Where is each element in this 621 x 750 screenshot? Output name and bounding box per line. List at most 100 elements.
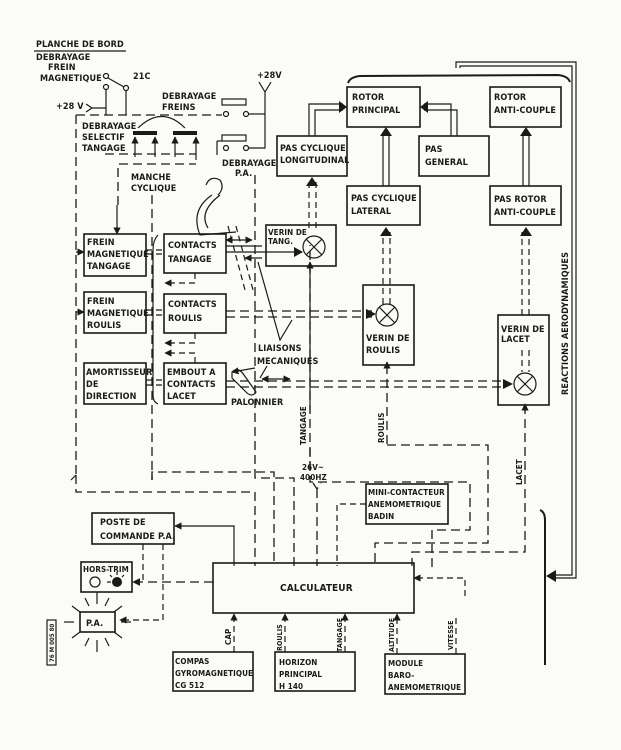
block-contacts-tangage: CONTACTS TANGAGE — [163, 233, 227, 274]
svg-text:76 M 005 80: 76 M 005 80 — [49, 623, 56, 662]
rotor-coupling-line — [347, 73, 571, 84]
actuator-tangage-icon — [302, 235, 326, 259]
svg-text:GENERAL: GENERAL — [425, 158, 468, 168]
svg-text:ROULIS: ROULIS — [366, 346, 400, 356]
block-horizon: HORIZON PRINCIPAL H 140 — [274, 651, 356, 692]
svg-text:MAGNETIQUE: MAGNETIQUE — [87, 309, 149, 319]
svg-text:CALCULATEUR: CALCULATEUR — [280, 583, 353, 594]
svg-text:TANGAGE: TANGAGE — [87, 262, 131, 272]
svg-text:BADIN: BADIN — [368, 512, 394, 521]
svg-text:DEBRAYAGE: DEBRAYAGE — [82, 122, 136, 132]
plus28v-right-label: +28V — [257, 71, 282, 81]
svg-text:PLANCHE DE BORD: PLANCHE DE BORD — [36, 40, 124, 50]
svg-text:MANCHE: MANCHE — [131, 173, 171, 183]
actuator-lacet-icon — [513, 372, 537, 396]
svg-text:DEBRAYAGE: DEBRAYAGE — [222, 159, 276, 169]
block-rotor-principal: ROTOR PRINCIPAL — [346, 86, 421, 128]
svg-text:PRINCIPAL: PRINCIPAL — [279, 670, 322, 679]
signal-lacet-label: LACET — [515, 459, 524, 485]
svg-text:MINI-CONTACTEUR: MINI-CONTACTEUR — [368, 488, 445, 497]
signal-cap-label: CAP — [224, 629, 233, 645]
svg-text:DEBRAYAGE: DEBRAYAGE — [162, 92, 216, 102]
signal-tangage-label: TANGAGE — [299, 406, 308, 445]
svg-text:FREIN: FREIN — [48, 63, 76, 73]
block-pas-cyclique-longitudinal: PAS CYCLIQUE LONGITUDINAL — [276, 135, 349, 177]
svg-text:LACET: LACET — [501, 335, 530, 345]
power-input-left-icon — [85, 103, 106, 113]
svg-text:CYCLIQUE: CYCLIQUE — [131, 184, 176, 194]
svg-text:ANTI-COUPLE: ANTI-COUPLE — [494, 106, 556, 116]
svg-text:COMPAS: COMPAS — [175, 657, 209, 666]
block-frein-magnetique-tangage: FREIN MAGNETIQUE TANGAGE — [83, 233, 149, 277]
reactions-aerodynamiques-label: REACTIONS AERODYNAMIQUES — [561, 252, 571, 395]
signal-roulis-label: ROULIS — [377, 412, 386, 443]
svg-text:ANTI-COUPLE: ANTI-COUPLE — [494, 208, 556, 218]
svg-text:PAS CYCLIQUE: PAS CYCLIQUE — [280, 144, 346, 154]
svg-text:HORIZON: HORIZON — [279, 658, 317, 667]
svg-text:VERIN DE: VERIN DE — [366, 334, 410, 344]
svg-text:H 140: H 140 — [279, 682, 303, 691]
svg-text:MAGNETIQUE: MAGNETIQUE — [40, 74, 102, 84]
block-pas-general: PAS GENERAL — [418, 135, 490, 177]
svg-text:MAGNETIQUE: MAGNETIQUE — [87, 250, 149, 260]
svg-text:DIRECTION: DIRECTION — [86, 392, 137, 402]
svg-text:PRINCIPAL: PRINCIPAL — [352, 106, 400, 116]
svg-text:AMORTISSEUR: AMORTISSEUR — [86, 368, 153, 378]
plus28v-left-label: +28 V — [56, 102, 84, 112]
svg-text:ANEMOMETRIQUE: ANEMOMETRIQUE — [368, 500, 441, 509]
signal-tangage-bottom-label: TANGAGE — [336, 618, 344, 652]
svg-text:PAS ROTOR: PAS ROTOR — [494, 195, 547, 205]
debrayage-pa-label: DEBRAYAGE P.A. — [222, 159, 276, 179]
hors-trim-button-icon — [89, 576, 101, 588]
signal-vitesse-label: VITESSE — [447, 620, 455, 650]
block-amortisseur-direction: AMORTISSEUR DE DIRECTION — [83, 362, 153, 405]
block-verin-roulis: VERIN DE ROULIS — [362, 284, 415, 366]
svg-text:TANG.: TANG. — [268, 237, 293, 246]
svg-text:DEBRAYAGE: DEBRAYAGE — [36, 53, 90, 63]
panel-title: PLANCHE DE BORD — [34, 40, 126, 52]
svg-text:SELECTIF: SELECTIF — [82, 133, 125, 143]
svg-text:ROULIS: ROULIS — [87, 321, 121, 331]
svg-text:400HZ: 400HZ — [300, 473, 327, 482]
svg-text:26V~: 26V~ — [302, 463, 324, 472]
block-pas-cyclique-lateral: PAS CYCLIQUE LATERAL — [346, 185, 421, 226]
svg-text:MODULE: MODULE — [388, 659, 423, 668]
block-module-baro: MODULE BARO- ANEMOMETRIQUE — [384, 653, 466, 695]
svg-text:DE: DE — [86, 380, 98, 390]
signal-roulis-bottom-label: ROULIS — [276, 624, 284, 651]
signal-altitude-label: ALTITUDE — [388, 618, 396, 652]
block-poste-commande: POSTE DE COMMANDE P.A. — [91, 512, 175, 545]
svg-text:ROULIS: ROULIS — [168, 314, 202, 324]
svg-text:ANEMOMETRIQUE: ANEMOMETRIQUE — [388, 683, 461, 692]
block-mini-contacteur: MINI-CONTACTEUR ANEMOMETRIQUE BADIN — [365, 483, 449, 525]
power-26v-label: 26V~ 400HZ — [300, 463, 327, 482]
svg-text:CONTACTS: CONTACTS — [167, 380, 216, 390]
block-frein-magnetique-roulis: FREIN MAGNETIQUE ROULIS — [83, 291, 149, 334]
block-compas: COMPAS GYROMAGNETIQUE CG 512 — [172, 651, 254, 692]
svg-text:CONTACTS: CONTACTS — [168, 300, 217, 310]
svg-text:VERIN DE: VERIN DE — [501, 325, 545, 335]
svg-text:CONTACTS: CONTACTS — [168, 241, 217, 251]
block-contacts-roulis: CONTACTS ROULIS — [163, 293, 227, 334]
block-verin-tangage: VERIN DE TANG. — [265, 224, 337, 267]
svg-text:BARO-: BARO- — [388, 671, 414, 680]
svg-text:ROTOR: ROTOR — [352, 93, 385, 103]
reference-code: 76 M 005 80 — [46, 619, 57, 666]
svg-text:PAS: PAS — [425, 145, 443, 155]
pa-lamp: P.A. — [64, 592, 131, 652]
block-embout-contacts-lacet: EMBOUT A CONTACTS LACET — [163, 362, 227, 405]
debrayage-freins-button-icon — [221, 98, 265, 118]
svg-text:POSTE DE: POSTE DE — [100, 518, 146, 528]
block-verin-lacet: VERIN DE LACET — [497, 314, 550, 406]
svg-text:HORS-TRIM: HORS-TRIM — [83, 565, 129, 574]
svg-text:EMBOUT A: EMBOUT A — [167, 368, 216, 378]
power-26v-icon — [312, 482, 322, 566]
svg-text:MECANIQUES: MECANIQUES — [257, 357, 318, 367]
svg-text:LATERAL: LATERAL — [351, 207, 391, 217]
switch-21c-label: 21C — [133, 72, 151, 82]
svg-text:GYROMAGNETIQUE: GYROMAGNETIQUE — [175, 669, 253, 678]
svg-text:ROTOR: ROTOR — [494, 93, 527, 103]
selective-clutch-icon — [105, 115, 200, 160]
lamp-rays-icon — [64, 592, 131, 652]
svg-text:LACET: LACET — [167, 392, 196, 402]
